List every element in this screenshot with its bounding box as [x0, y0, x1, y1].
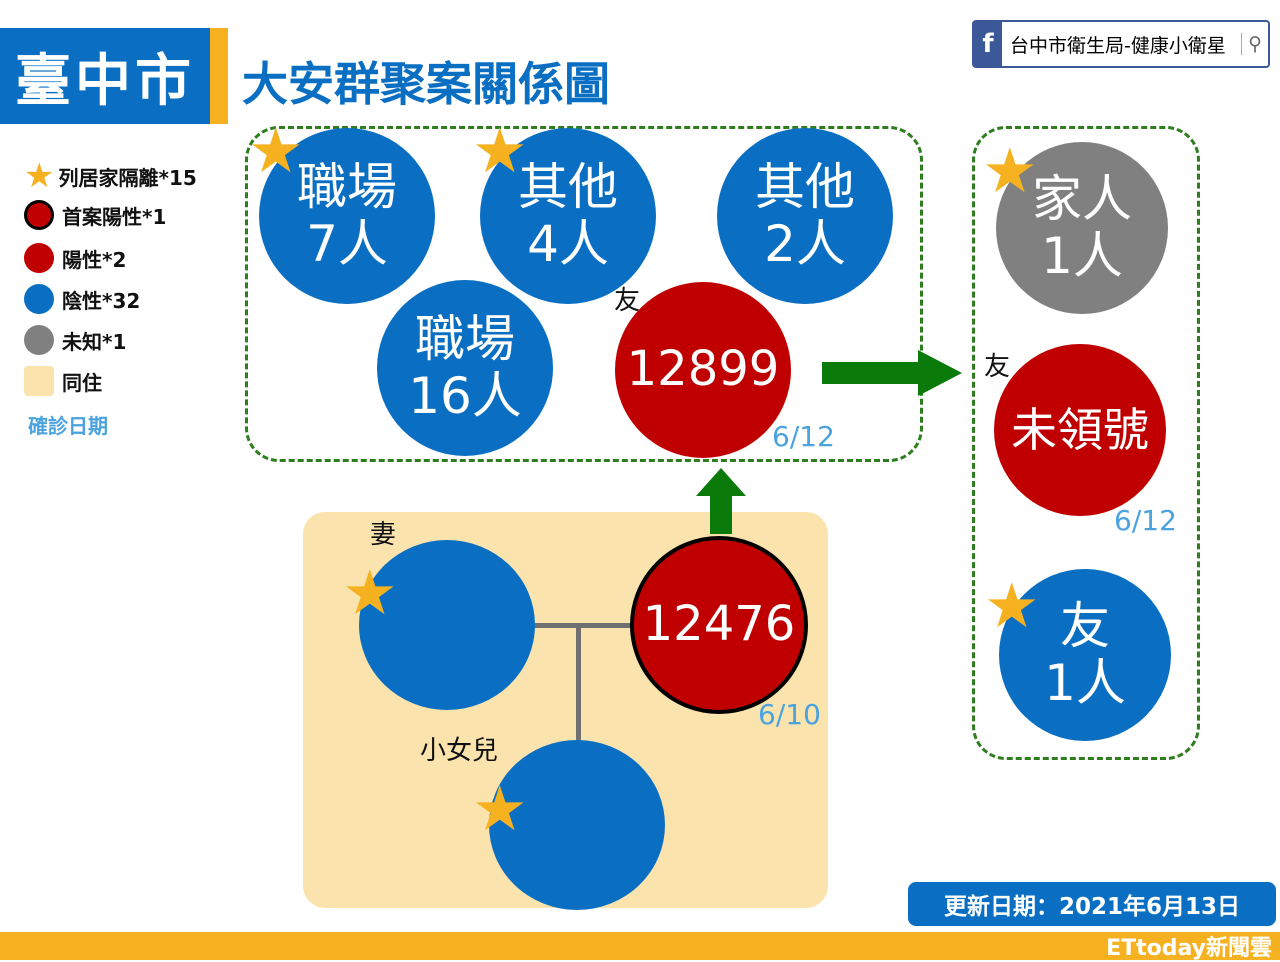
star-icon: ★: [982, 134, 1038, 207]
relation-label: 友: [984, 352, 1011, 382]
node-index-case-12476: 12476: [630, 536, 808, 714]
diagnosis-date: 6/12: [772, 420, 835, 453]
arrow-right-icon: [822, 350, 962, 396]
star-icon: ★: [248, 114, 304, 187]
node-daughter: [489, 740, 665, 910]
star-icon: ★: [984, 569, 1040, 642]
red-black-circle-icon: [24, 200, 54, 230]
connector-line: [530, 623, 634, 628]
update-date-badge: 更新日期：2021年6月13日: [908, 882, 1276, 926]
node-case-12899: 12899: [615, 282, 791, 458]
star-icon: ★: [24, 156, 55, 196]
star-icon: ★: [472, 114, 528, 187]
arrow-up-icon: [696, 468, 746, 534]
star-icon: ★: [472, 772, 528, 845]
city-title: 臺中市: [15, 48, 195, 114]
legend-index-case: 首案陽性*1: [24, 200, 166, 230]
legend-negative: 陰性*32: [24, 284, 140, 314]
red-circle-icon: [24, 243, 54, 273]
beige-square-icon: [24, 366, 54, 396]
legend-date: 確診日期: [28, 414, 108, 438]
diagnosis-date: 6/12: [1114, 504, 1177, 537]
secondary-contact-box: [972, 126, 1200, 760]
search-icon[interactable]: ⚲: [1241, 33, 1268, 55]
relation-label: 小女兒: [420, 736, 499, 766]
relation-label: 友: [614, 286, 641, 316]
city-banner: 臺中市: [0, 28, 228, 124]
facebook-icon: f: [974, 22, 1002, 66]
blue-circle-icon: [24, 284, 54, 314]
node-wife: [359, 540, 535, 710]
node-unnumbered: 未領號: [994, 344, 1166, 516]
relation-label: 妻: [370, 520, 397, 550]
legend-unknown: 未知*1: [24, 325, 126, 355]
legend-positive: 陽性*2: [24, 243, 126, 273]
connector-line: [576, 623, 581, 743]
facebook-page-name: 台中市衛生局-健康小衛星: [1010, 34, 1226, 57]
star-icon: ★: [342, 556, 398, 629]
page-title: 大安群聚案關係圖: [242, 57, 610, 111]
diagnosis-date: 6/10: [758, 698, 821, 731]
footer-bar: [0, 932, 1280, 960]
contact-group-box: [245, 126, 923, 462]
legend-cohabit: 同住: [24, 366, 102, 396]
facebook-badge[interactable]: f 台中市衛生局-健康小衛星 ⚲: [972, 20, 1270, 68]
brand-watermark: ETtoday新聞雲: [1106, 936, 1272, 961]
legend-quarantine: ★列居家隔離*15: [24, 156, 197, 196]
gray-circle-icon: [24, 325, 54, 355]
